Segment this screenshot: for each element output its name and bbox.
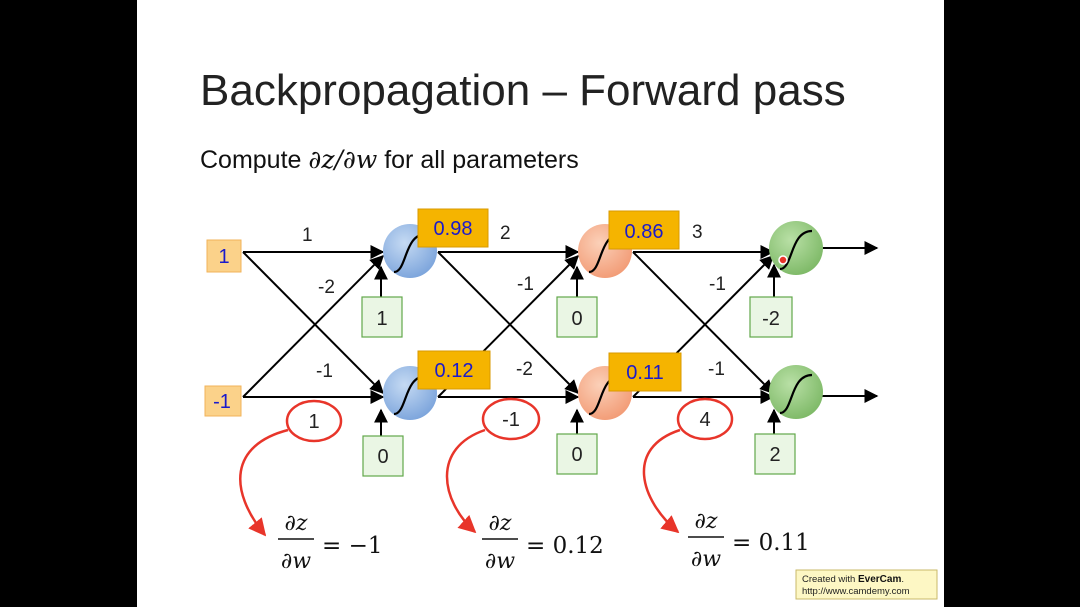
weight-l3-tt: 3 <box>692 222 703 243</box>
derivative-3: ∂z ∂w = 0.11 <box>688 509 810 572</box>
svg-text:0: 0 <box>377 446 388 468</box>
svg-text:0: 0 <box>571 308 582 330</box>
svg-text:= −1: = −1 <box>322 533 383 559</box>
derivative-1: ∂z ∂w = −1 <box>278 511 383 574</box>
bias-l1-top: 1 <box>361 296 403 338</box>
highlight-arrow-3 <box>642 428 681 534</box>
weight-l2-tb: -1 <box>517 274 534 295</box>
derivative-2: ∂z ∂w = 0.12 <box>482 511 604 574</box>
svg-text:∂z: ∂z <box>695 509 718 534</box>
neuron-l3-bottom <box>769 365 823 419</box>
svg-text:0.98: 0.98 <box>434 218 473 240</box>
svg-text:Created with EverCam.: Created with EverCam. <box>802 574 904 585</box>
bias-l1-bottom: 0 <box>362 435 404 477</box>
svg-text:-1: -1 <box>502 409 520 431</box>
input-bottom: -1 <box>204 385 242 417</box>
svg-text:∂w: ∂w <box>485 549 515 574</box>
cursor-dot <box>778 255 788 265</box>
highlight-arrow-2 <box>445 428 486 534</box>
neuron-l3-top <box>769 221 823 275</box>
svg-text:1: 1 <box>308 411 319 433</box>
svg-text:http://www.camdemy.com: http://www.camdemy.com <box>802 586 910 597</box>
svg-text:-1: -1 <box>213 391 231 413</box>
bias-l2-top: 0 <box>556 296 598 338</box>
bias-l2-bottom: 0 <box>556 433 598 475</box>
svg-text:1: 1 <box>376 308 387 330</box>
highlight-annotations <box>239 397 734 537</box>
svg-text:0.86: 0.86 <box>625 221 664 243</box>
svg-text:∂w: ∂w <box>691 547 721 572</box>
weight-l1-bt: -1 <box>316 361 333 382</box>
output-l2-top: 0.86 <box>608 210 680 250</box>
weight-l2-bb: -2 <box>516 359 533 380</box>
bias-l3-top: -2 <box>749 296 793 338</box>
highlight-circle-2 <box>481 397 541 441</box>
weight-l3-bb: -1 <box>708 359 725 380</box>
connections <box>242 241 879 436</box>
svg-text:∂z: ∂z <box>489 511 512 536</box>
svg-text:0: 0 <box>571 444 582 466</box>
highlight-arrow-1 <box>239 428 289 537</box>
weight-labels: 1 -2 -1 2 -1 -2 3 -1 -1 <box>302 222 726 382</box>
input-top: 1 <box>206 239 242 273</box>
svg-text:1: 1 <box>218 246 229 268</box>
svg-text:∂w: ∂w <box>281 549 311 574</box>
svg-text:4: 4 <box>699 409 710 431</box>
svg-text:= 0.11: = 0.11 <box>732 530 810 556</box>
output-l2-bottom: 0.11 <box>608 352 682 392</box>
weight-l1-tb: -2 <box>318 277 335 298</box>
bias-l3-bottom: 2 <box>754 433 796 475</box>
output-l1-top: 0.98 <box>417 208 489 248</box>
slide-subtitle: Compute ∂z/∂w for all parameters <box>200 145 579 174</box>
svg-text:0.11: 0.11 <box>626 362 663 384</box>
svg-text:2: 2 <box>769 444 780 466</box>
highlight-values: 1 -1 4 <box>308 409 710 433</box>
svg-text:∂z: ∂z <box>285 511 308 536</box>
svg-text:-2: -2 <box>762 308 780 330</box>
weight-l3-tb: -1 <box>709 274 726 295</box>
highlight-circle-3 <box>676 397 734 441</box>
weight-l1-tt: 1 <box>302 225 313 246</box>
output-l1-bottom: 0.12 <box>417 350 491 390</box>
weight-l2-tt: 2 <box>500 223 511 244</box>
highlight-circle-1 <box>285 399 343 443</box>
slide-title: Backpropagation – Forward pass <box>200 66 846 115</box>
svg-text:= 0.12: = 0.12 <box>526 533 604 559</box>
evercam-watermark: Created with EverCam. http://www.camdemy… <box>795 569 938 600</box>
slide-background <box>137 0 944 607</box>
svg-text:0.12: 0.12 <box>435 360 474 382</box>
